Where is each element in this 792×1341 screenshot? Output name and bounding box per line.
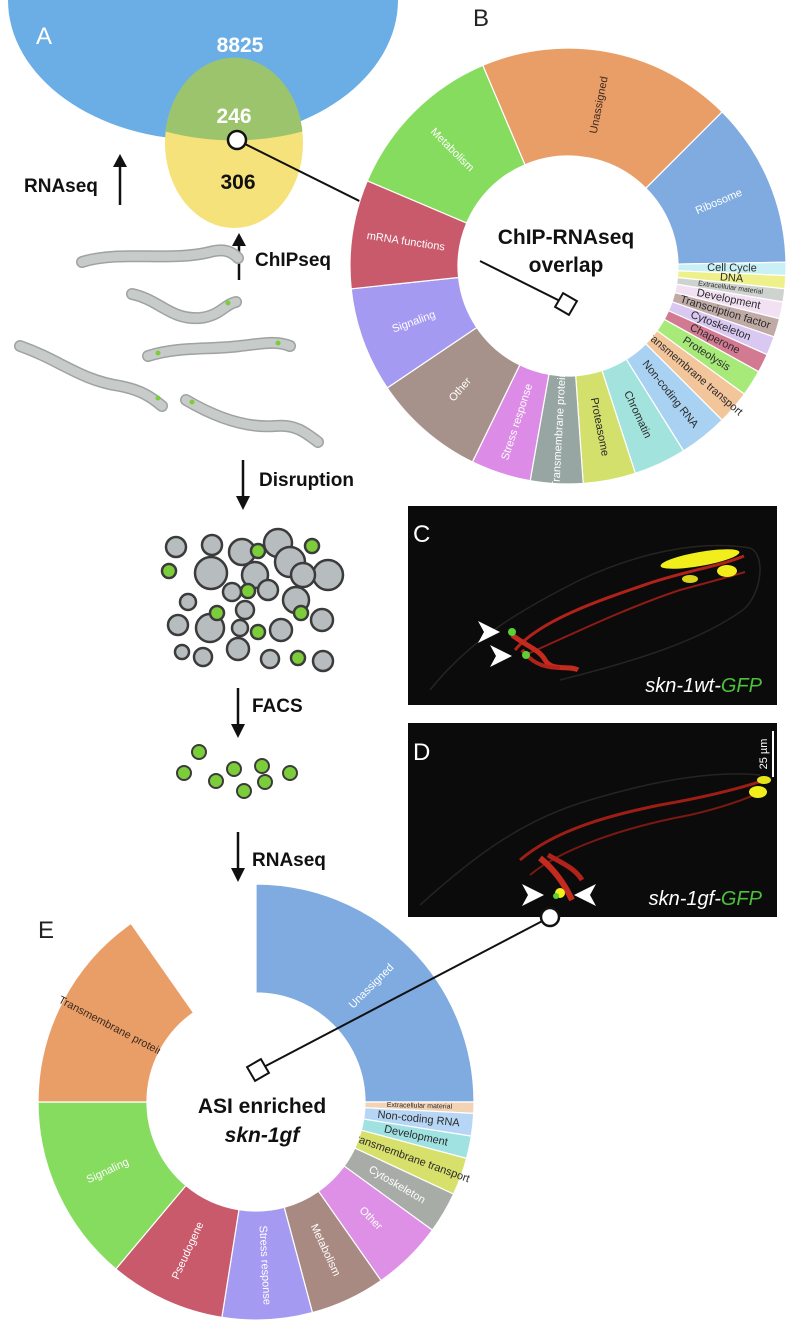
worm-icon xyxy=(180,394,324,448)
connector-inner-line xyxy=(479,260,567,305)
donut-b-marker xyxy=(553,291,579,317)
donut-e-label-extracellular-material: Extracellular material xyxy=(387,1102,453,1111)
arrowhead-icon xyxy=(478,621,512,667)
connector-start-marker xyxy=(226,129,248,151)
rnaseq-count: 8825 xyxy=(217,34,264,57)
donut-e-title-line1: ASI enriched xyxy=(198,1095,326,1118)
panel-letter-d: D xyxy=(413,739,430,766)
panel-letter-c: C xyxy=(413,521,430,548)
facs-label: FACS xyxy=(252,696,303,717)
rnaseq-down-arrow-icon xyxy=(231,832,245,882)
worm-icon xyxy=(14,340,168,412)
disruption-label: Disruption xyxy=(259,470,354,491)
disruption-arrow-icon xyxy=(236,460,250,510)
panel-letter-e: E xyxy=(38,917,54,944)
worm-icon xyxy=(126,288,242,325)
overlap-region xyxy=(165,57,303,141)
micrograph-d-caption-gene: skn-1gf- xyxy=(649,888,722,910)
connector-d-to-donut-e xyxy=(245,906,561,1083)
micrograph-c-caption-gene: skn-1wt- xyxy=(645,675,721,697)
rnaseq-down-label: RNAseq xyxy=(252,850,326,871)
rnaseq-up-arrow-icon xyxy=(113,154,127,205)
connector-d-start-marker xyxy=(539,906,561,928)
rnaseq-up-label: RNAseq xyxy=(24,176,98,197)
micrograph-d-caption: skn-1gf-GFP xyxy=(649,888,763,910)
sorted-gfp-cells xyxy=(176,744,298,799)
worm-icon xyxy=(76,244,244,268)
dissociated-cells xyxy=(160,527,345,673)
donut-e-hole xyxy=(147,993,365,1211)
chipseq-label: ChIPseq xyxy=(255,250,331,271)
micrograph-d-caption-gfp: GFP xyxy=(721,888,763,910)
worms-illustration xyxy=(14,244,324,448)
connector-d-end-marker xyxy=(245,1057,271,1083)
donut-b-hole xyxy=(458,156,678,376)
scale-bar-label: 25 µm xyxy=(758,739,770,770)
panel-letter-b: B xyxy=(473,5,489,32)
facs-arrow-icon xyxy=(231,688,245,738)
donut-e-segment-unassigned xyxy=(255,883,475,1103)
micrograph-d: 25 µm skn-1gf-GFP xyxy=(408,723,777,917)
donut-e-title-line2: skn-1gf xyxy=(225,1124,302,1147)
donut-b-label-cell-cycle: Cell Cycle xyxy=(707,262,757,275)
panel-letter-a: A xyxy=(36,23,52,50)
overlap-count: 246 xyxy=(216,105,251,128)
venn-diagram: 8825 246 306 xyxy=(8,0,398,228)
donut-e-label-stress-response: Stress response xyxy=(256,1225,272,1305)
donut-b-title-line1: ChIP-RNAseq xyxy=(498,226,635,249)
worm-icon xyxy=(142,336,296,362)
chipseq-count: 306 xyxy=(220,171,255,194)
micrograph-c-caption: skn-1wt-GFP xyxy=(645,675,762,697)
micrograph-c: skn-1wt-GFP xyxy=(408,506,777,705)
donut-b-title-line2: overlap xyxy=(529,254,604,277)
donut-b-label-dna: DNA xyxy=(720,271,745,285)
micrograph-c-caption-gfp: GFP xyxy=(721,675,763,697)
arrowhead-icon xyxy=(522,884,596,906)
